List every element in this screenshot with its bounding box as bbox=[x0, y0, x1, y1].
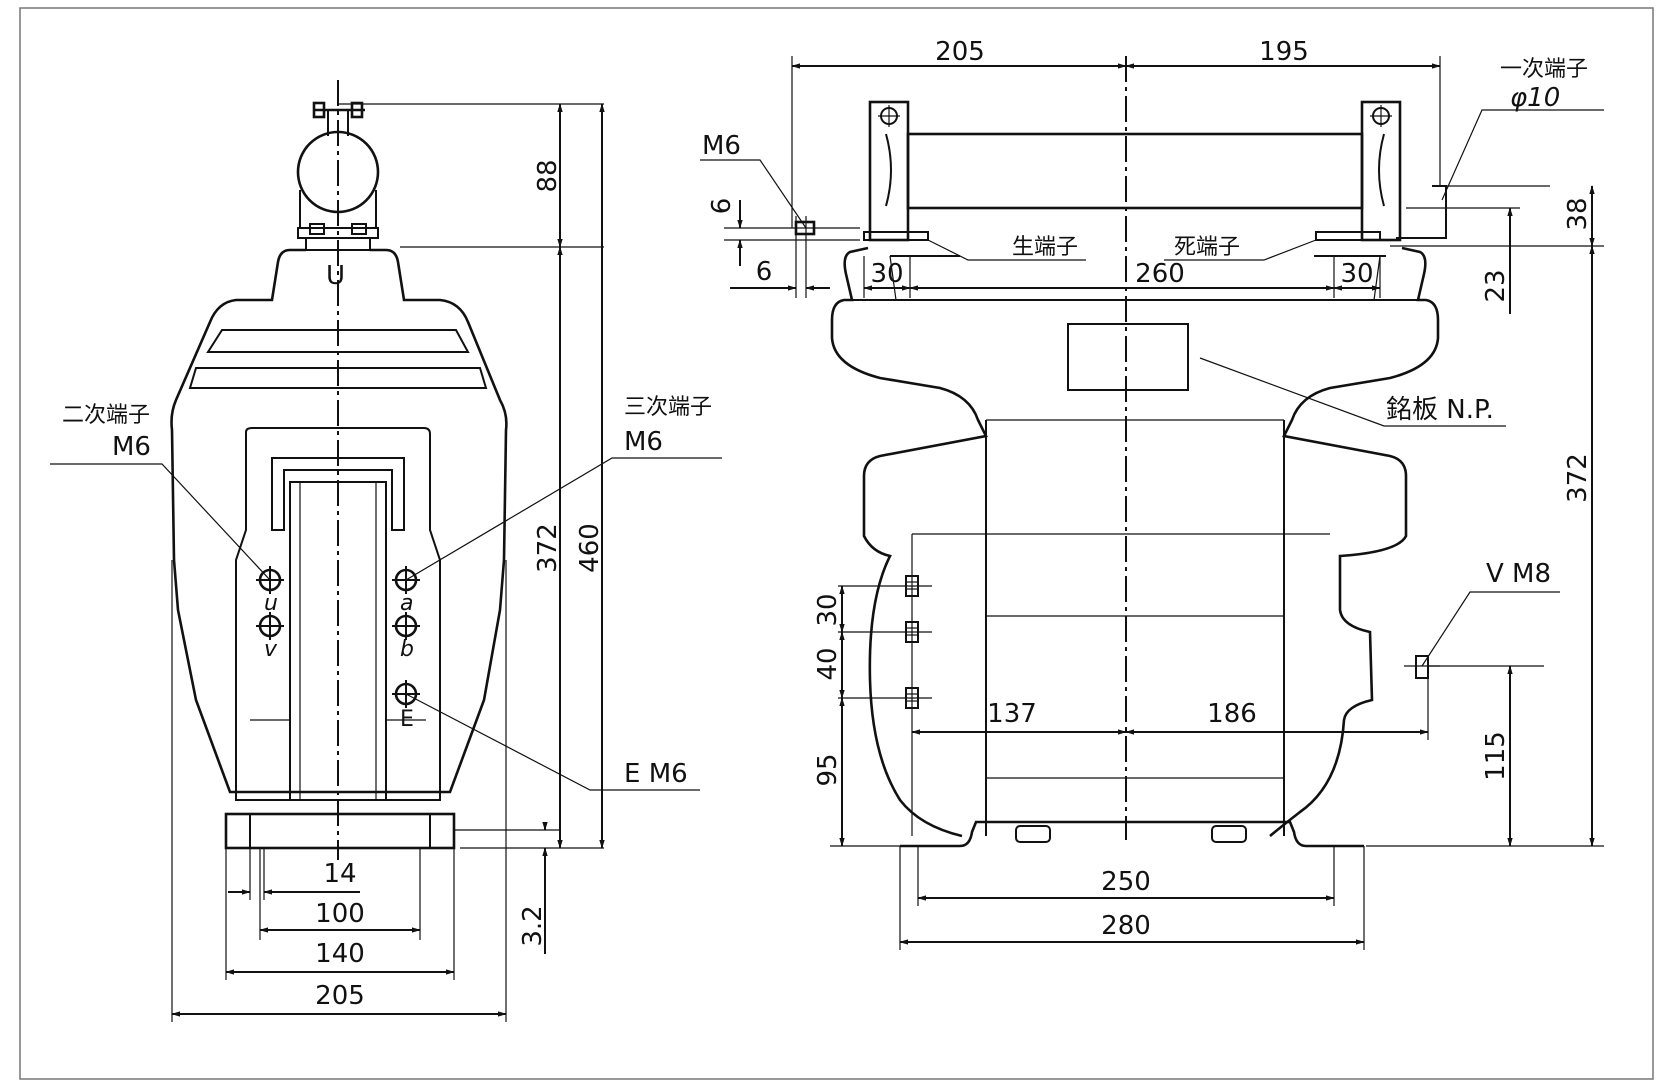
primary-leader bbox=[1441, 109, 1604, 201]
dim-sec-pitch-2: 40 bbox=[813, 647, 843, 680]
front-dimension-lines bbox=[171, 103, 605, 1022]
dim-base-width: 140 bbox=[315, 939, 365, 969]
dim-base-plate: 3.2 bbox=[518, 905, 548, 946]
primary-terminal-label: U bbox=[326, 261, 345, 291]
dim-center-left: 137 bbox=[987, 699, 1037, 729]
drawing-frame bbox=[19, 7, 1654, 1080]
vent-label: V M8 bbox=[1486, 559, 1551, 589]
dead-terminal-label: 死端子 bbox=[1174, 235, 1240, 260]
side-dimension-lines bbox=[730, 56, 1604, 950]
dead-terminal-leader bbox=[1164, 239, 1317, 261]
terminal-a-label: a bbox=[400, 591, 413, 616]
tertiary-terminal-label: 三次端子 bbox=[624, 395, 712, 420]
dim-center-right: 186 bbox=[1207, 699, 1257, 729]
secondary-terminal-label: 二次端子 bbox=[62, 403, 150, 428]
dim-terminal-left: 30 bbox=[870, 259, 903, 289]
dim-sec-base: 95 bbox=[813, 753, 843, 786]
dim-foot-width: 280 bbox=[1101, 911, 1151, 941]
side-view: M6 生端子 死端子 銘板 N.P. V M8 一次端子 φ10 bbox=[700, 37, 1604, 950]
dim-nut-height: 6 bbox=[707, 198, 737, 215]
secondary-leader bbox=[50, 463, 271, 581]
dim-right-half: 195 bbox=[1259, 37, 1309, 67]
dim-terminal-span: 260 bbox=[1135, 259, 1185, 289]
live-terminal-leader bbox=[927, 239, 1086, 261]
dim-terminal-offset: 23 bbox=[1481, 269, 1511, 302]
secondary-thread-label: M6 bbox=[112, 432, 151, 462]
earth-terminal-label: E M6 bbox=[624, 759, 688, 789]
nameplate-label: 銘板 N.P. bbox=[1386, 395, 1494, 425]
tertiary-thread-label: M6 bbox=[624, 427, 663, 457]
terminal-e-label: E bbox=[400, 707, 414, 732]
m6-nut bbox=[724, 216, 860, 298]
primary-terminal-label-side: 一次端子 bbox=[1500, 57, 1588, 82]
primary-diameter-label: φ10 bbox=[1510, 83, 1560, 113]
terminal-u-label: u bbox=[264, 591, 278, 616]
dim-sec-pitch-1: 30 bbox=[813, 593, 843, 626]
live-terminal-label: 生端子 bbox=[1012, 235, 1078, 260]
dim-top-clamp: 88 bbox=[533, 159, 563, 192]
front-view: U u v a b E bbox=[50, 80, 722, 1022]
primary-terminal-assembly bbox=[863, 100, 1550, 242]
m6-leader bbox=[700, 159, 807, 229]
dim-foot-pitch: 250 bbox=[1101, 867, 1151, 897]
dim-primary-height: 38 bbox=[1563, 197, 1593, 230]
terminal-b-label: b bbox=[400, 637, 414, 662]
side-body bbox=[830, 246, 1440, 856]
dim-hole-pitch: 100 bbox=[315, 899, 365, 929]
earth-leader bbox=[405, 693, 700, 791]
dim-vent-height: 115 bbox=[1481, 731, 1511, 781]
dim-base-slot: 14 bbox=[323, 859, 356, 889]
dim-terminal-right: 30 bbox=[1340, 259, 1373, 289]
dim-side-body-height: 372 bbox=[1563, 453, 1593, 503]
dim-front-body-height: 372 bbox=[533, 523, 563, 573]
terminal-v-label: v bbox=[264, 637, 278, 662]
dim-nut-width: 6 bbox=[756, 257, 773, 287]
tertiary-leader bbox=[405, 457, 722, 581]
dim-left-half: 205 bbox=[935, 37, 985, 67]
dim-overall-width: 205 bbox=[315, 981, 365, 1011]
side-terminal-studs bbox=[838, 575, 1544, 709]
nameplate-leader bbox=[1199, 357, 1506, 427]
dim-overall-height: 460 bbox=[575, 523, 605, 573]
m6-label: M6 bbox=[702, 131, 741, 161]
vent-leader bbox=[1421, 591, 1560, 667]
